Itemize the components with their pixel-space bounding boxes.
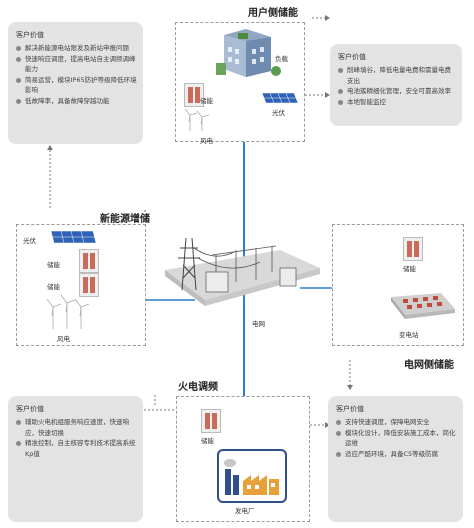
- thermal-value-heading: 客户价值: [16, 405, 44, 413]
- ne-pv-icon: [50, 230, 97, 244]
- new-energy-value-box: 客户价值 解决新能源电站限发及新站申报问题 快速响应调度，提高电站自主调频调峰能…: [8, 22, 143, 144]
- user-value-item: 削峰填谷，降低电量电费和需量电费支出: [338, 65, 456, 86]
- substation-label: 变电站: [399, 331, 419, 339]
- grid-side-panel: 储能 变电站: [332, 224, 464, 346]
- user-side-title: 用户侧储能: [248, 8, 298, 19]
- user-value-item: 电池簇精细化管理，安全可靠高效率: [338, 86, 456, 97]
- grid-label: 电网: [252, 320, 265, 328]
- thermal-value-box: 客户价值 辅助火电机组服务响应速度，快速响应，快速切换 精准控制，自主核容专利技…: [8, 396, 143, 522]
- ne-value-item: 解决新能源电站限发及新站申报问题: [16, 43, 137, 54]
- ne-value-item: 快速响应调度，提高电站自主调频调峰能力: [16, 54, 137, 75]
- ne-wind-icon: [46, 294, 90, 329]
- user-storage-label: 储能: [200, 97, 213, 105]
- power-plant-frame: [217, 449, 287, 503]
- ne-storage2-label: 储能: [47, 283, 60, 291]
- new-energy-title: 新能源增储: [100, 214, 150, 225]
- user-wind-icon: [184, 108, 210, 131]
- grid-value-item: 模块化设计，降低安装施工成本，简化运维: [336, 428, 457, 449]
- thermal-title: 火电调频: [178, 382, 218, 393]
- thermal-value-item: 辅助火电机组服务响应速度，快速响应，快速切换: [16, 417, 137, 438]
- ne-value-item: 低故障率，具备故障穿越功能: [16, 96, 137, 107]
- load-label: 负载: [275, 55, 288, 63]
- thermal-panel: 储能 发电厂: [176, 396, 310, 522]
- ne-pv-label: 光伏: [23, 237, 36, 245]
- grid-value-heading: 客户价值: [336, 405, 364, 413]
- grid-storage-icon: [403, 237, 423, 261]
- ne-value-item: 简易运营，模块IP65防护等级降低环境影响: [16, 75, 137, 96]
- grid-side-title: 电网侧储能: [404, 360, 454, 371]
- user-pv-label: 光伏: [272, 109, 285, 117]
- user-storage-icon: [184, 83, 204, 107]
- user-pv-icon: [261, 92, 299, 104]
- user-value-heading: 客户价值: [338, 53, 366, 61]
- user-value-item: 本地智能监控: [338, 97, 456, 108]
- ne-storage1-label: 储能: [47, 261, 60, 269]
- grid-side-value-box: 客户价值 支持快速调度，保障电网安全 模块化设计，降低安装施工成本，简化运维 适…: [328, 396, 463, 522]
- power-plant-icon: [224, 459, 279, 495]
- grid-storage-label: 储能: [403, 265, 416, 273]
- ne-storage2-icon: [79, 273, 99, 297]
- ne-value-heading: 客户价值: [16, 31, 44, 39]
- power-plant-label: 发电厂: [235, 507, 255, 515]
- user-side-panel: 负载 储能 光伏 风电: [175, 22, 305, 145]
- grid-value-item: 适应严酷环境，具备C5等级防腐: [336, 449, 457, 460]
- ne-wind-label: 风电: [57, 335, 70, 343]
- thermal-value-item: 精准控制，自主核容专利技术提高系统Kp值: [16, 438, 137, 459]
- building-icon: [216, 29, 281, 77]
- ne-storage1-icon: [79, 249, 99, 273]
- substation-icon: [391, 293, 455, 319]
- user-wind-label: 风电: [200, 137, 213, 145]
- grid-value-item: 支持快速调度，保障电网安全: [336, 417, 457, 428]
- thermal-storage-icon: [201, 409, 221, 433]
- new-energy-panel: 光伏 储能 储能 风电: [16, 224, 146, 346]
- thermal-storage-label: 储能: [201, 437, 214, 445]
- user-side-value-box: 客户价值 削峰填谷，降低电量电费和需量电费支出 电池簇精细化管理，安全可靠高效率…: [330, 44, 462, 126]
